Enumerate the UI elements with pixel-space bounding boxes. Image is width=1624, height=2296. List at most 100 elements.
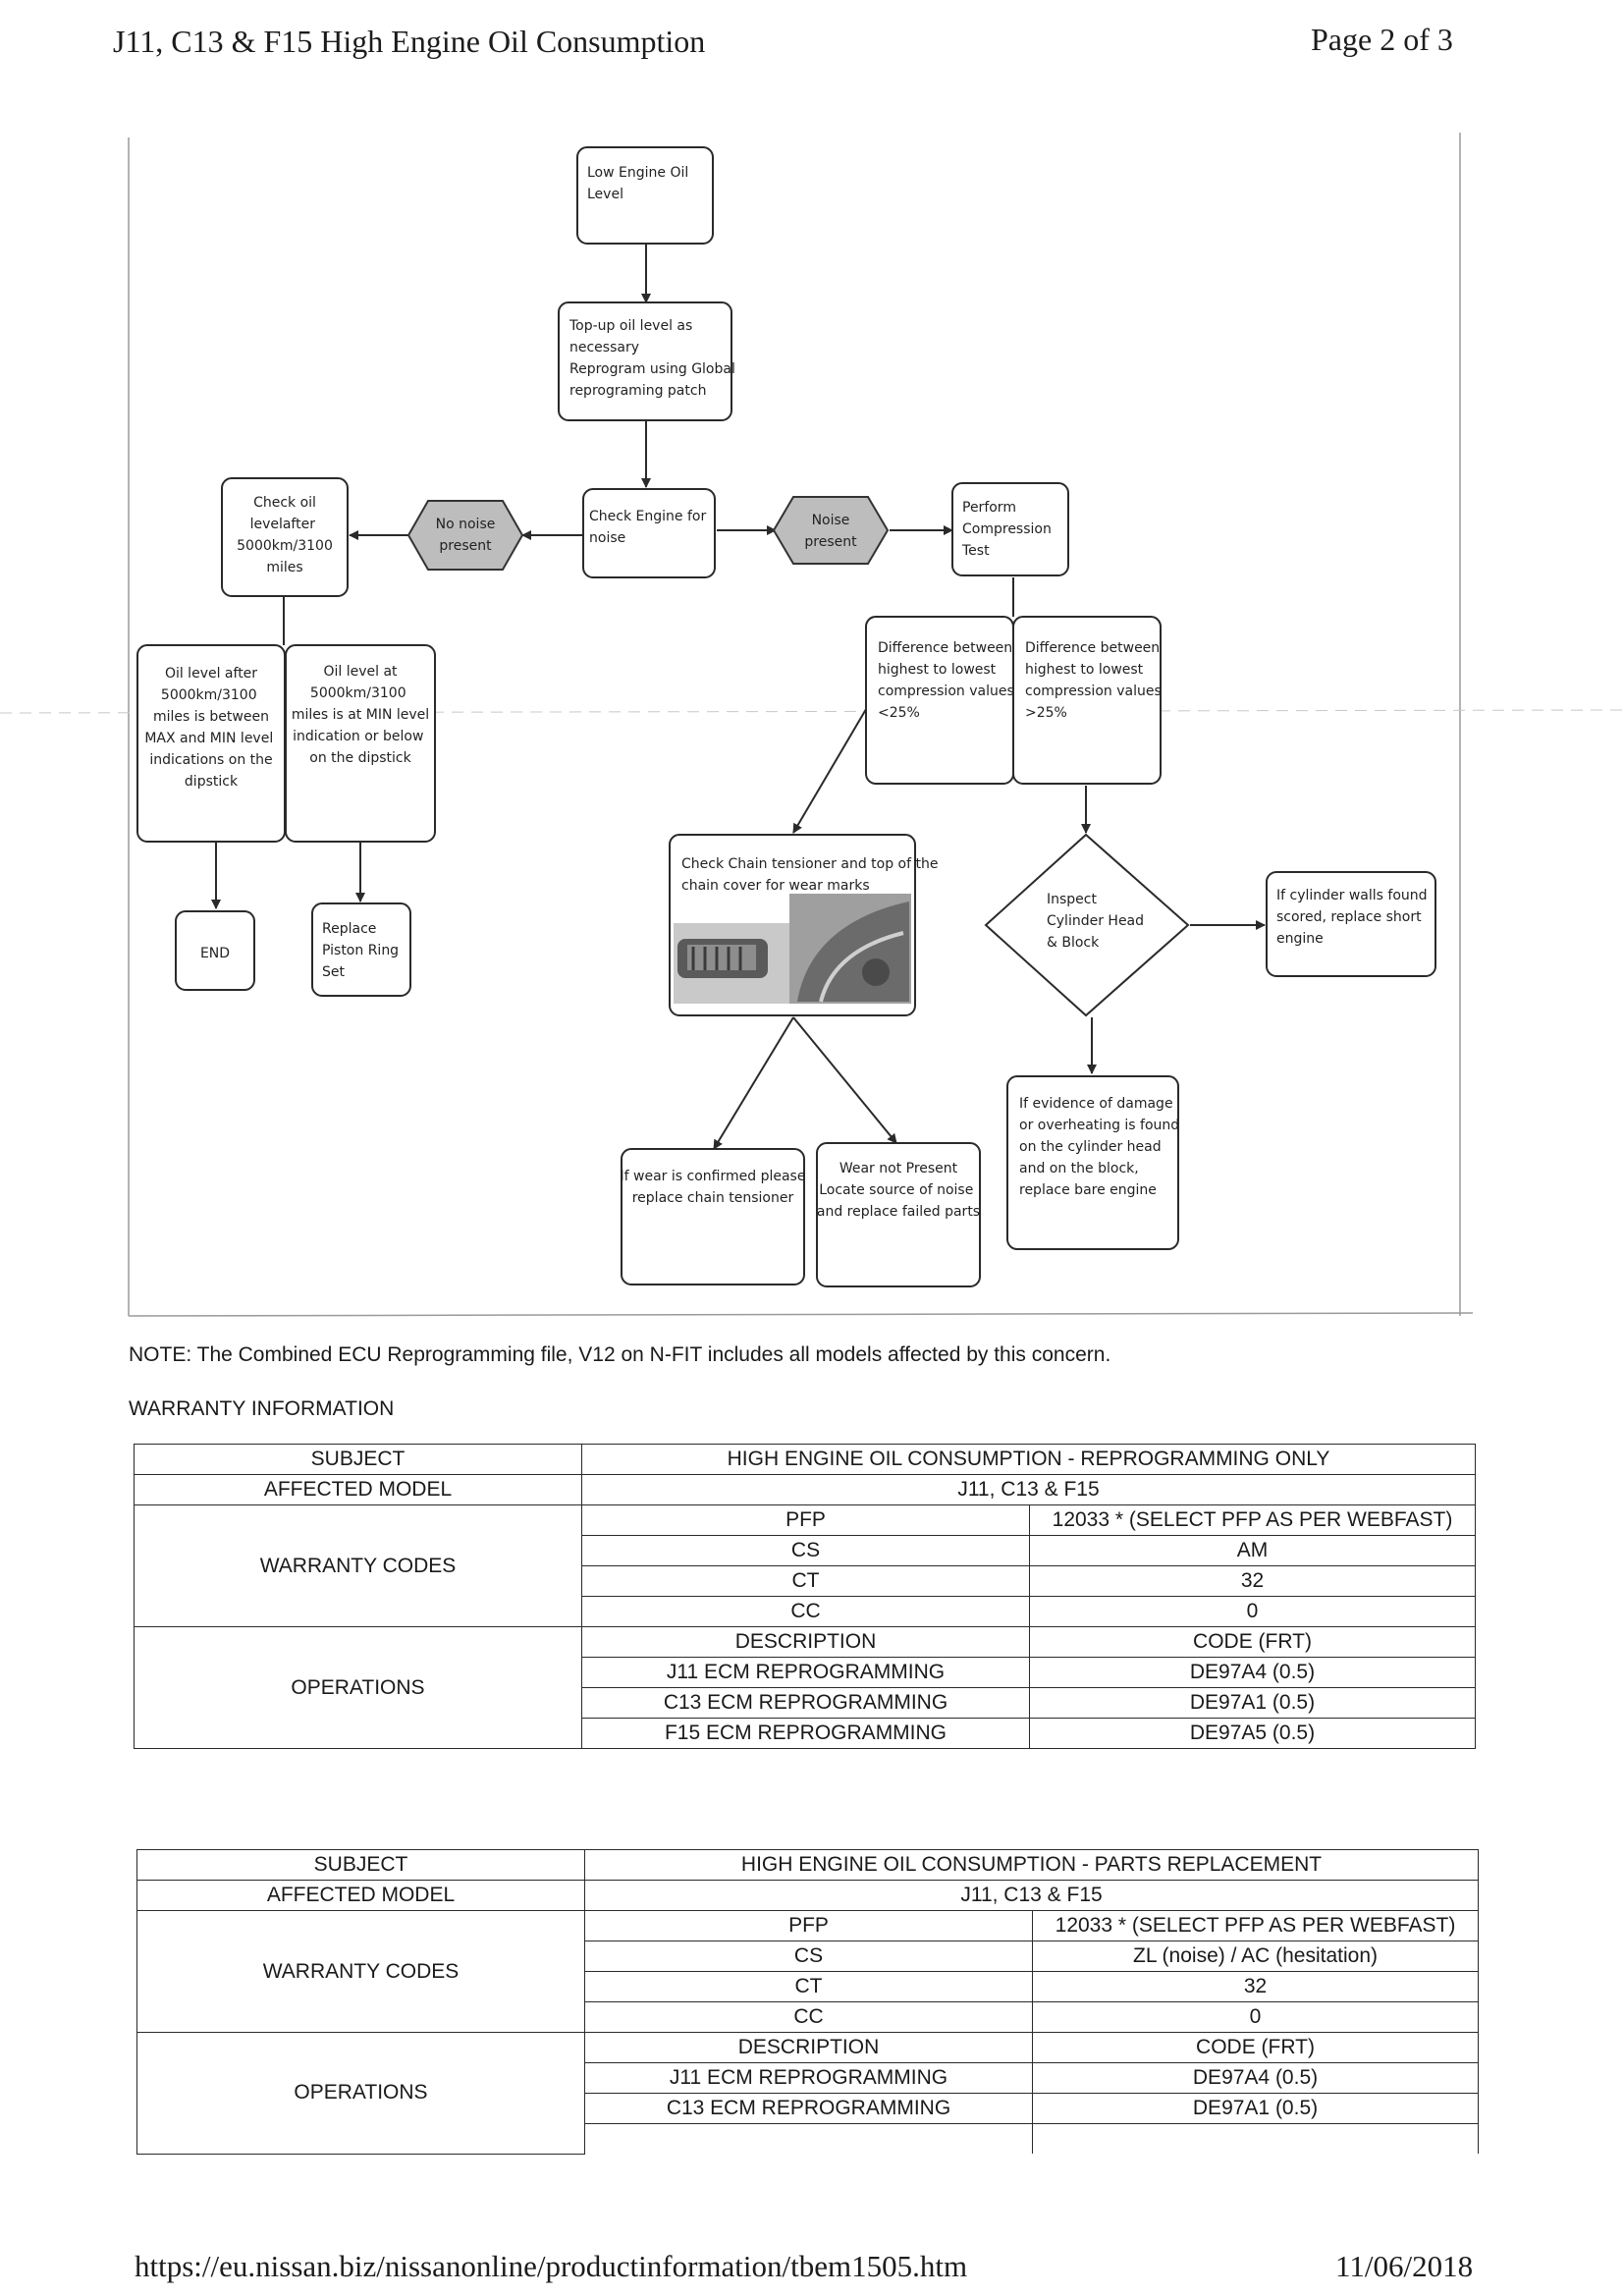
affected-model-value: J11, C13 & F15 — [581, 1474, 1476, 1505]
engine-photo-left — [674, 923, 789, 1004]
box-wear-not — [816, 1142, 981, 1287]
ct-value: 32 — [1031, 1971, 1480, 2002]
table-row: J11 ECM REPROGRAMMING DE97A4 (0.5) — [135, 1657, 1476, 1688]
box-low-oil — [576, 146, 714, 245]
box-scored — [1266, 871, 1436, 977]
warranty-table-parts-replacement: SUBJECT HIGH ENGINE OIL CONSUMPTION - PA… — [136, 1849, 1480, 2155]
box-wear-confirmed — [621, 1148, 805, 1285]
table-row: SUBJECT HIGH ENGINE OIL CONSUMPTION - RE… — [134, 1444, 1476, 1475]
operation-code: DE97A4 (0.5) — [1029, 1657, 1476, 1688]
table-row: SUBJECT HIGH ENGINE OIL CONSUMPTION - PA… — [136, 1849, 1480, 1881]
table-row: CT 32 — [135, 1565, 1476, 1597]
engine-photo-right — [789, 894, 911, 1004]
subject-label: SUBJECT — [136, 1849, 585, 1881]
box-end — [175, 910, 255, 991]
operation-description-empty — [584, 2123, 1033, 2154]
diamond-inspect — [984, 833, 1190, 1017]
cc-value: 0 — [1031, 2001, 1480, 2033]
box-check-oil — [221, 477, 349, 597]
affected-model-value: J11, C13 & F15 — [583, 1880, 1480, 1911]
operation-description: F15 ECM REPROGRAMMING — [581, 1718, 1030, 1749]
ct-label: CT — [581, 1565, 1030, 1597]
warranty-codes-label: WARRANTY CODES — [134, 1504, 582, 1627]
operation-code: DE97A1 (0.5) — [1031, 2093, 1480, 2124]
subject-label: SUBJECT — [134, 1444, 582, 1475]
subject-value: HIGH ENGINE OIL CONSUMPTION - REPROGRAMM… — [581, 1444, 1476, 1475]
box-diff-gt — [1012, 616, 1162, 785]
pfp-value: 12033 * (SELECT PFP AS PER WEBFAST) — [1031, 1910, 1480, 1941]
code-header: CODE (FRT) — [1029, 1626, 1476, 1658]
footer-date: 11/06/2018 — [1335, 2249, 1474, 2283]
page-number: Page 2 of 3 — [1311, 22, 1453, 57]
table-row: AFFECTED MODEL J11, C13 & F15 — [136, 1880, 1480, 1911]
cc-label: CC — [584, 2001, 1033, 2033]
table-row: OPERATIONS DESCRIPTION CODE (FRT) — [134, 1626, 1476, 1749]
operation-description: J11 ECM REPROGRAMMING — [584, 2062, 1033, 2094]
operations-label: OPERATIONS — [136, 2032, 585, 2155]
cs-value: ZL (noise) / AC (hesitation) — [1031, 1941, 1480, 1972]
operations-label: OPERATIONS — [134, 1626, 582, 1749]
description-header: DESCRIPTION — [581, 1626, 1030, 1658]
operation-description: C13 ECM REPROGRAMMING — [584, 2093, 1033, 2124]
text-end: END — [200, 946, 230, 961]
operation-description: C13 ECM REPROGRAMMING — [581, 1687, 1030, 1719]
warranty-codes-label: WARRANTY CODES — [136, 1910, 585, 2033]
cs-label: CS — [581, 1535, 1030, 1566]
table-row: J11 ECM REPROGRAMMING DE97A4 (0.5) — [137, 2062, 1480, 2094]
pfp-label: PFP — [584, 1910, 1033, 1941]
warranty-table-reprogramming: SUBJECT HIGH ENGINE OIL CONSUMPTION - RE… — [134, 1444, 1476, 1749]
operation-code: DE97A4 (0.5) — [1031, 2062, 1480, 2094]
table-row: CS AM — [135, 1535, 1476, 1566]
ct-value: 32 — [1029, 1565, 1476, 1597]
table-row: CC 0 — [135, 1596, 1476, 1627]
operation-code: DE97A1 (0.5) — [1029, 1687, 1476, 1719]
box-at-min — [285, 644, 436, 843]
pfp-label: PFP — [581, 1504, 1030, 1536]
table-row: AFFECTED MODEL J11, C13 & F15 — [134, 1474, 1476, 1505]
box-topup — [558, 301, 732, 421]
operation-description: J11 ECM REPROGRAMMING — [581, 1657, 1030, 1688]
code-header: CODE (FRT) — [1031, 2032, 1480, 2063]
ct-label: CT — [584, 1971, 1033, 2002]
svg-text:Check Chain tensioner and top: Check Chain tensioner and top of thechai… — [681, 856, 938, 894]
table-row: F15 ECM REPROGRAMMING DE97A5 (0.5) — [135, 1718, 1476, 1749]
affected-model-label: AFFECTED MODEL — [134, 1474, 582, 1505]
hex-no-noise — [406, 500, 524, 571]
hex-noise — [772, 496, 890, 565]
subject-value: HIGH ENGINE OIL CONSUMPTION - PARTS REPL… — [583, 1849, 1480, 1881]
note-text: NOTE: The Combined ECU Reprogramming fil… — [129, 1343, 1111, 1366]
